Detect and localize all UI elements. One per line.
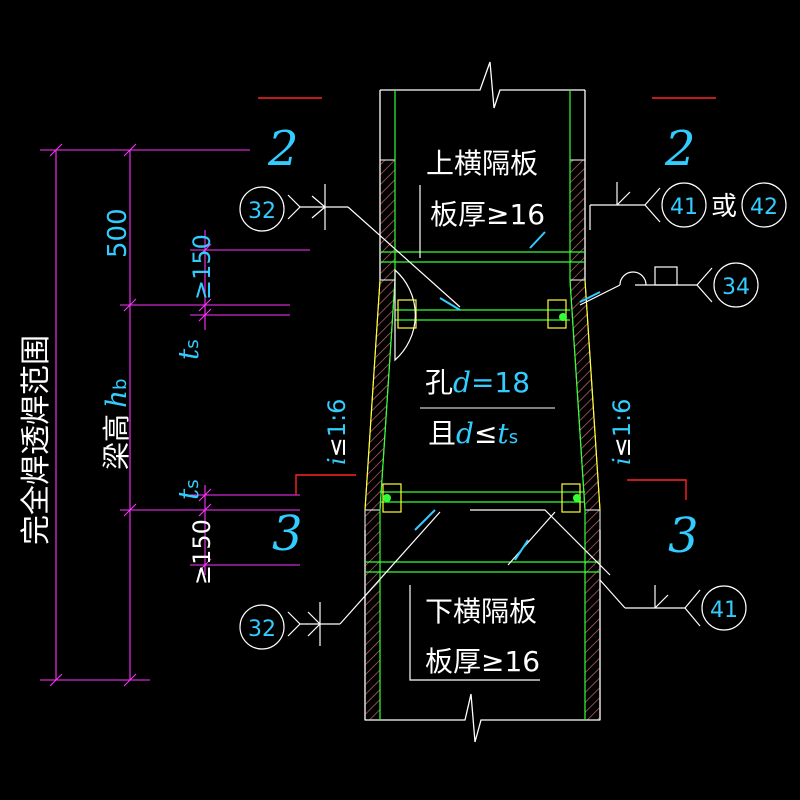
hole-limit-note: 且d≤ts xyxy=(428,417,518,450)
weld-leaders xyxy=(287,182,713,681)
dim-weld-range: 完全焊透焊范围 xyxy=(19,335,54,545)
slope-left: i≤1:6 xyxy=(323,399,351,465)
weld-41-top: 41 xyxy=(670,195,698,220)
section-3-right: 3 xyxy=(668,508,699,564)
weld-42: 42 xyxy=(750,195,778,220)
dim-ge150-top: ≥150 xyxy=(188,234,216,300)
dim-500: 500 xyxy=(103,208,133,258)
section-3-left: 3 xyxy=(272,506,303,562)
upper-plate-title: 上横隔板 xyxy=(426,147,538,180)
dimension-lines xyxy=(40,143,310,687)
weld-34: 34 xyxy=(722,275,750,300)
lower-plate-thickness: 板厚≥16 xyxy=(425,645,540,678)
upper-plate-thickness: 板厚≥16 xyxy=(430,198,545,231)
weld-bubbles xyxy=(239,182,787,650)
hole-size-note: 孔d=18 xyxy=(425,366,530,399)
dim-beam-height: 梁高hb xyxy=(100,379,133,471)
section-lines xyxy=(258,97,716,500)
cyan-arrows xyxy=(414,231,601,561)
slope-right: i≤1:6 xyxy=(608,399,636,465)
hole-markers xyxy=(383,313,581,502)
section-2-right: 2 xyxy=(664,121,696,177)
weld-32-top: 32 xyxy=(248,199,276,224)
section-2-left: 2 xyxy=(267,121,299,177)
dim-ge150-bottom: ≥150 xyxy=(188,519,216,585)
column-web-lines xyxy=(365,90,600,720)
dim-ts-top: ts xyxy=(172,339,205,360)
weld-41-bottom: 41 xyxy=(710,598,738,623)
weld-32-bottom: 32 xyxy=(248,617,276,642)
dim-ts-bottom: ts xyxy=(172,479,205,500)
lower-plate-title: 下横隔板 xyxy=(425,595,537,628)
weld-or-text: 或 xyxy=(711,192,737,222)
